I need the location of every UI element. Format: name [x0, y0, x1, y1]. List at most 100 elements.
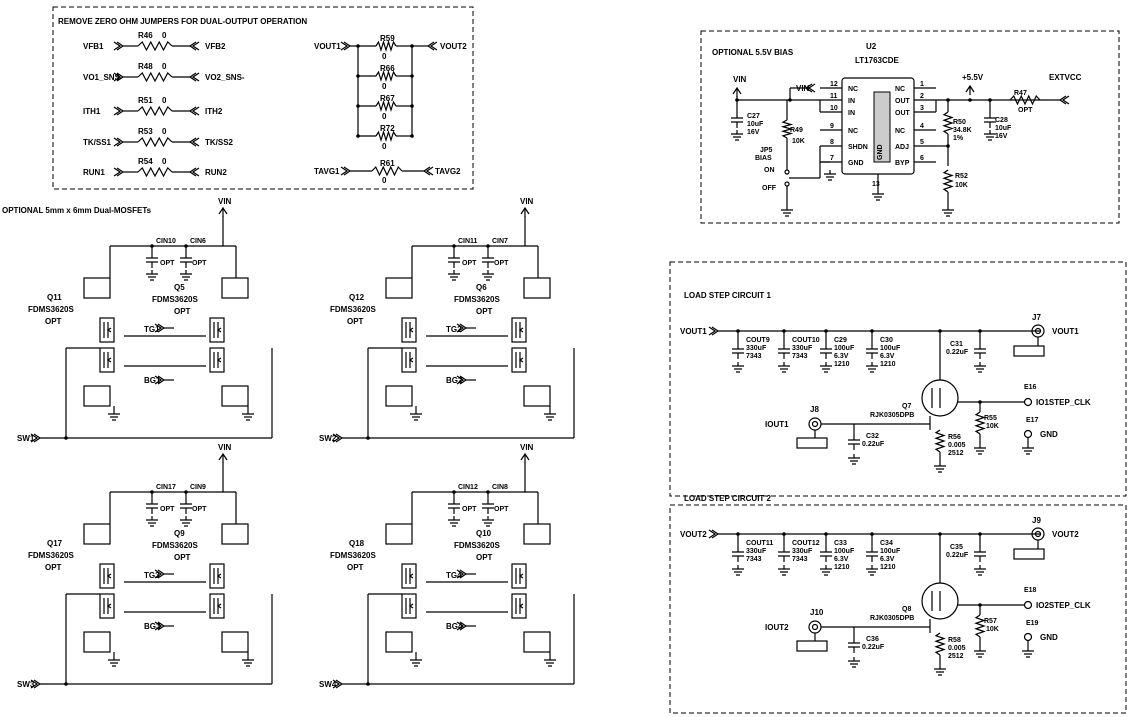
pin-block — [221, 277, 249, 299]
junction-dot — [150, 490, 154, 494]
net-label: ITH2 — [205, 107, 223, 116]
capacitor — [448, 498, 460, 514]
net-label: TAVG1 — [314, 167, 340, 176]
net-label: ITH1 — [83, 107, 101, 116]
cap-ref: COUT11 — [746, 540, 773, 547]
q-ref: Q11 — [47, 293, 62, 302]
capacitor — [848, 434, 860, 450]
q-ref: Q7 — [902, 403, 911, 410]
junction-dot — [410, 74, 414, 78]
q-part: FDMS3620S — [454, 541, 500, 550]
resistor — [974, 614, 986, 638]
cap-value: 6.3V — [834, 556, 849, 563]
value-label: 0 — [382, 82, 387, 91]
net-label: TK/SS2 — [205, 138, 234, 147]
mosfet-high-box — [401, 563, 417, 589]
cap-value: 330uF — [746, 345, 767, 352]
q-part: FDMS3620S — [152, 295, 198, 304]
pin-block — [221, 385, 249, 407]
junction-dot — [356, 74, 360, 78]
pin-block — [523, 523, 551, 545]
capacitor — [482, 252, 494, 268]
pin-number: 8 — [830, 139, 834, 146]
cap-value: OPT — [192, 506, 207, 513]
section-title: OPTIONAL 5mm x 6mm Dual-MOSFETs — [2, 206, 152, 215]
ic-ref: U2 — [866, 42, 877, 51]
pin-name: NC — [848, 128, 858, 135]
cap-value: OPT — [462, 506, 477, 513]
value-label: OPT — [1018, 107, 1033, 114]
cap-ref: CIN10 — [156, 238, 176, 245]
cap-value: 100uF — [880, 548, 901, 555]
ref-label: R46 — [138, 31, 153, 40]
cap-value: 6.3V — [834, 353, 849, 360]
mosfet-high-arrow — [408, 327, 414, 333]
q-opt: OPT — [174, 553, 191, 562]
vin-arrow — [732, 86, 742, 97]
ground-symbol — [242, 410, 254, 421]
cap-value: 10uF — [747, 121, 764, 128]
cap-value: 100uF — [880, 345, 901, 352]
ground-symbol — [544, 656, 556, 667]
resistor-r54 — [137, 166, 173, 178]
resistor-r48 — [137, 71, 173, 83]
junction-dot — [938, 532, 942, 536]
capacitor-c27 — [731, 112, 743, 128]
ground-symbol — [974, 647, 986, 658]
value-label: 10K — [955, 182, 968, 189]
cap-value: 0.22uF — [862, 644, 885, 651]
net-label: VOUT2 — [440, 42, 467, 51]
mosfet-high-arrow — [216, 327, 222, 333]
jumper-ref: JP5 — [760, 147, 773, 154]
coax-out-inner — [1034, 327, 1042, 335]
ground-symbol — [1022, 647, 1034, 658]
net-label: VO1_SNS- — [83, 73, 123, 82]
test-point — [1023, 429, 1033, 439]
ref-label: R47 — [1014, 90, 1027, 97]
ref-label: R55 — [984, 415, 997, 422]
cap-value: 16V — [747, 129, 760, 136]
resistor-r51 — [137, 105, 173, 117]
junction-dot — [978, 329, 982, 333]
resistor-r49 — [780, 119, 794, 139]
connector-ref: J9 — [1032, 516, 1041, 525]
ground-symbol — [974, 565, 986, 576]
pin-name: ADJ — [895, 144, 909, 151]
mosfet-high-arrow — [408, 573, 414, 579]
connector-body — [1013, 345, 1045, 357]
port-arrow — [113, 167, 125, 177]
resistor-sense — [934, 632, 946, 656]
ground-symbol — [448, 270, 460, 281]
net-label: VO2_SNS- — [205, 73, 245, 82]
ref-label: R59 — [380, 34, 395, 43]
cap-ref: C35 — [950, 544, 963, 551]
jumper-label: BIAS — [755, 155, 772, 162]
cap-value: 0.22uF — [862, 441, 885, 448]
cap-ref: C34 — [880, 540, 893, 547]
junction-dot — [968, 98, 972, 102]
port-arrow — [1058, 95, 1070, 105]
vin-label: VIN — [520, 443, 534, 452]
value-label: 2512 — [948, 450, 964, 457]
mosfet-high-box — [209, 563, 225, 589]
net-label: VOUT1 — [680, 327, 707, 336]
junction-dot — [452, 244, 456, 248]
ref-label: R66 — [380, 64, 395, 73]
pin-number: 3 — [920, 105, 924, 112]
net-label: EXTVCC — [1049, 73, 1082, 82]
pin-block — [385, 385, 413, 407]
resistor — [974, 411, 986, 435]
mosfet-low-arrow — [106, 357, 112, 363]
capacitor — [146, 498, 158, 514]
jumper-box — [52, 6, 474, 190]
mosfet-high-arrow — [216, 573, 222, 579]
pin-number: 10 — [830, 105, 838, 112]
value-label: 0 — [382, 112, 387, 121]
junction-dot — [184, 490, 188, 494]
vin-arrow — [218, 206, 228, 217]
mosfet-low-arrow — [216, 603, 222, 609]
resistor-r47 — [1009, 94, 1041, 106]
capacitor — [820, 546, 832, 562]
ground-symbol — [146, 270, 158, 281]
